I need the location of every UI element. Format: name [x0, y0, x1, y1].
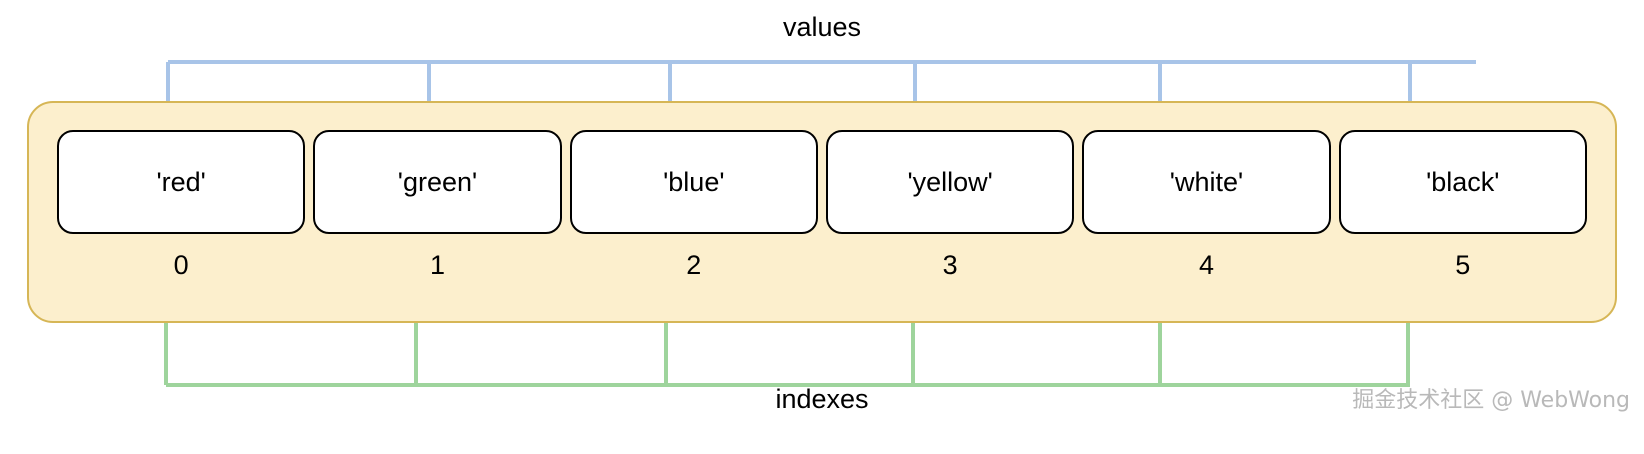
array-cell[interactable]: 'black'	[1338, 130, 1587, 234]
array-index: 5	[1339, 252, 1587, 284]
array-index-number: 1	[429, 250, 445, 280]
array-cell[interactable]: 'red'	[57, 130, 306, 234]
array-index-number: 0	[173, 250, 189, 280]
array-cell-value: 'white'	[1169, 166, 1244, 197]
array-cell-value: 'blue'	[663, 166, 725, 197]
array-cell-value: 'black'	[1426, 166, 1500, 197]
array-cell[interactable]: 'blue'	[569, 130, 818, 234]
array-cells: 'red' 'green' 'blue' 'yellow' 'white' 'b…	[57, 130, 1587, 234]
array-cell-value: 'yellow'	[907, 166, 993, 197]
array-index-number: 4	[1198, 250, 1214, 280]
array-cell[interactable]: 'white'	[1082, 130, 1331, 234]
array-index-row: 0 1 2 3 4 5	[57, 252, 1587, 284]
watermark: 掘金技术社区 @ WebWong	[1352, 388, 1630, 413]
array-index: 2	[570, 252, 818, 284]
values-label: values	[782, 12, 862, 42]
array-cell-value: 'red'	[156, 166, 206, 197]
array-cell-value: 'green'	[397, 166, 478, 197]
array-index: 4	[1082, 252, 1330, 284]
array-index-number: 5	[1455, 250, 1471, 280]
array-index-number: 3	[942, 250, 958, 280]
array-index: 3	[826, 252, 1074, 284]
indexes-label: indexes	[775, 384, 869, 414]
array-index: 1	[313, 252, 561, 284]
array-cell[interactable]: 'yellow'	[825, 130, 1075, 234]
array-index: 0	[57, 252, 305, 284]
array-index-number: 2	[686, 250, 702, 280]
array-cell[interactable]: 'green'	[313, 130, 562, 234]
